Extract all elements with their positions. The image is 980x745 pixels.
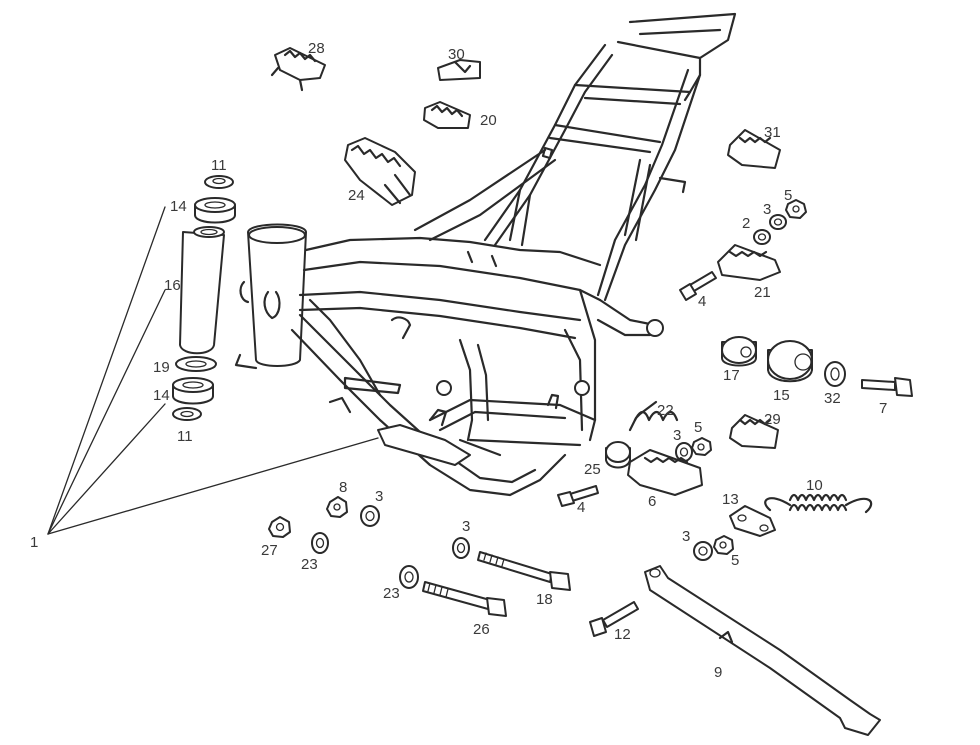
bracket-13 [729,505,776,537]
callout-13: 13 [722,491,739,508]
spring-10 [764,493,873,514]
callout-19: 19 [153,359,170,376]
bolt-4b [557,485,599,507]
leader-lines [47,206,379,535]
callout-31: 31 [764,124,781,141]
washer-3c [693,541,713,561]
washer-23a [311,532,329,554]
callout-5: 5 [784,187,792,204]
footpeg-20 [423,101,471,129]
spacer-17 [721,336,757,367]
callout-8: 8 [339,479,347,496]
callout-7: 7 [879,400,887,417]
bolt-4a [679,271,717,301]
callout-26: 26 [473,621,490,638]
callout-6: 6 [648,493,656,510]
footpeg-24 [344,137,416,206]
callout-23: 23 [301,556,318,573]
callout-14: 14 [153,387,170,404]
callout-30: 30 [448,46,465,63]
frame-assembly [234,12,737,497]
nut-5a [785,199,807,219]
washer-23b [399,565,419,589]
callout-3: 3 [763,201,771,218]
callout-21: 21 [754,284,771,301]
callout-17: 17 [723,367,740,384]
callout-11: 11 [177,428,193,445]
bushing-15 [767,340,813,383]
footpeg-6 [627,449,703,496]
callout-5: 5 [694,419,702,436]
bolt-26 [422,581,507,617]
callout-14: 14 [170,198,187,215]
callout-15: 15 [773,387,790,404]
washer-3a [769,214,787,230]
callout-24: 24 [348,187,365,204]
footpeg-29 [729,414,779,449]
spacer-25 [605,441,631,469]
callout-25: 25 [584,461,601,478]
callout-3: 3 [462,518,470,535]
sidestand-9 [644,565,881,736]
callout-5: 5 [731,552,739,569]
footpeg-31 [727,129,781,169]
callout-16: 16 [164,277,181,294]
steering-bearing-stack [172,175,236,421]
nut-27 [268,516,291,538]
nut-5b [691,437,712,456]
nut-5c [713,535,734,555]
footpeg-21 [717,244,781,281]
bolt-7 [861,377,913,397]
callout-2: 2 [742,215,750,232]
callout-11: 11 [211,157,227,174]
callout-12: 12 [614,626,631,643]
footpeg-28 [270,47,326,92]
bracket-30 [437,59,481,81]
callout-3: 3 [673,427,681,444]
callout-22: 22 [657,402,674,419]
callout-20: 20 [480,112,497,129]
callout-18: 18 [536,591,553,608]
washer-3b [675,442,693,462]
washer-3d [360,505,380,527]
callout-28: 28 [308,40,325,57]
callout-32: 32 [824,390,841,407]
callout-4: 4 [577,499,585,516]
washer-2 [753,229,771,245]
callout-9: 9 [714,664,722,681]
callout-27: 27 [261,542,278,559]
callout-1: 1 [30,534,38,551]
callout-labels: 28 30 20 31 24 11 14 16 19 14 11 1 5 3 2… [30,40,887,681]
callout-3: 3 [682,528,690,545]
bolt-12 [589,601,639,637]
washer-32 [824,361,846,387]
callout-4: 4 [698,293,706,310]
callout-10: 10 [806,477,823,494]
washer-3e [452,537,470,559]
callout-3: 3 [375,488,383,505]
callout-23: 23 [383,585,400,602]
nut-8 [326,496,348,518]
callout-29: 29 [764,411,781,428]
spring-22 [628,400,679,432]
bolt-18 [477,551,571,591]
